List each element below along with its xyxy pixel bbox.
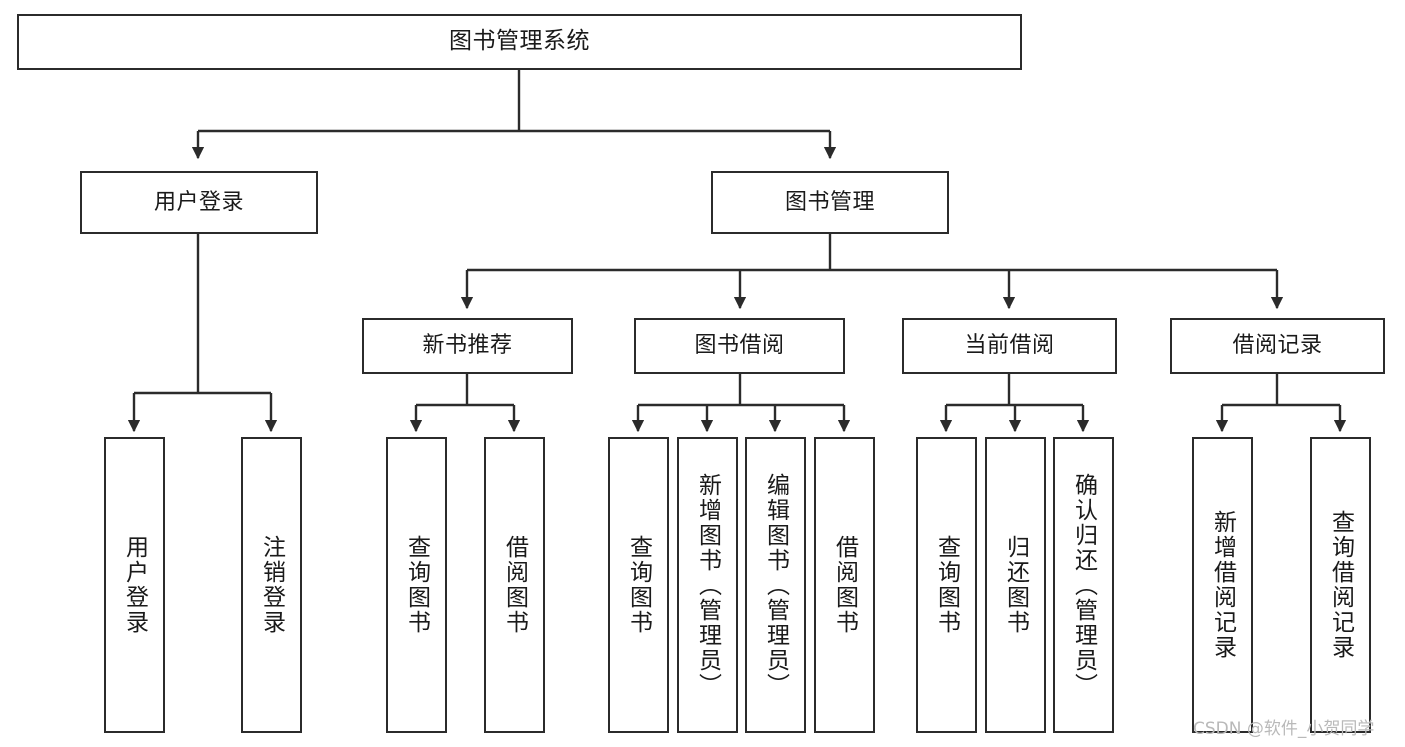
node-label: 新书推荐 [422,333,513,359]
node-leaf-query-book-1[interactable]: 查询图书 [386,437,447,733]
node-borrow-record[interactable]: 借阅记录 [1170,318,1385,374]
node-leaf-return-book[interactable]: 归还图书 [985,437,1046,733]
node-leaf-user-login[interactable]: 用户登录 [104,437,165,733]
node-root-system[interactable]: 图书管理系统 [17,14,1022,70]
node-user-login[interactable]: 用户登录 [80,171,318,234]
node-leaf-borrow-book-1[interactable]: 借阅图书 [484,437,545,733]
node-label: 查询借阅记录 [1327,510,1354,660]
node-label: 借阅图书 [501,535,528,635]
node-current-borrow[interactable]: 当前借阅 [902,318,1117,374]
node-leaf-add-record[interactable]: 新增借阅记录 [1192,437,1253,733]
node-label: 用户登录 [153,189,244,215]
node-label: 确认归还（管理员） [1070,472,1097,698]
node-label: 新增图书（管理员） [694,472,721,698]
node-label: 注销登录 [258,535,285,635]
csdn-watermark: CSDN @软件_小贺同学 [1193,719,1375,739]
node-label: 图书管理系统 [449,28,590,55]
node-label: 借阅图书 [831,535,858,635]
node-book-borrow[interactable]: 图书借阅 [634,318,845,374]
node-leaf-confirm-return[interactable]: 确认归还（管理员） [1053,437,1114,733]
node-leaf-edit-book[interactable]: 编辑图书（管理员） [745,437,806,733]
node-label: 图书管理 [784,189,875,215]
node-label: 当前借阅 [964,333,1055,359]
node-leaf-logout[interactable]: 注销登录 [241,437,302,733]
node-leaf-query-record[interactable]: 查询借阅记录 [1310,437,1371,733]
node-label: 查询图书 [933,535,960,635]
node-leaf-add-book[interactable]: 新增图书（管理员） [677,437,738,733]
node-label: 图书借阅 [694,333,785,359]
node-label: 编辑图书（管理员） [762,472,789,698]
node-label: 借阅记录 [1232,333,1323,359]
node-new-book-recommend[interactable]: 新书推荐 [362,318,573,374]
node-label: 查询图书 [625,535,652,635]
node-book-manage[interactable]: 图书管理 [711,171,949,234]
node-leaf-query-book-3[interactable]: 查询图书 [916,437,977,733]
node-leaf-query-book-2[interactable]: 查询图书 [608,437,669,733]
node-label: 归还图书 [1002,535,1029,635]
node-label: 用户登录 [121,535,148,635]
node-label: 查询图书 [403,535,430,635]
node-leaf-borrow-book-2[interactable]: 借阅图书 [814,437,875,733]
node-label: 新增借阅记录 [1209,510,1236,660]
